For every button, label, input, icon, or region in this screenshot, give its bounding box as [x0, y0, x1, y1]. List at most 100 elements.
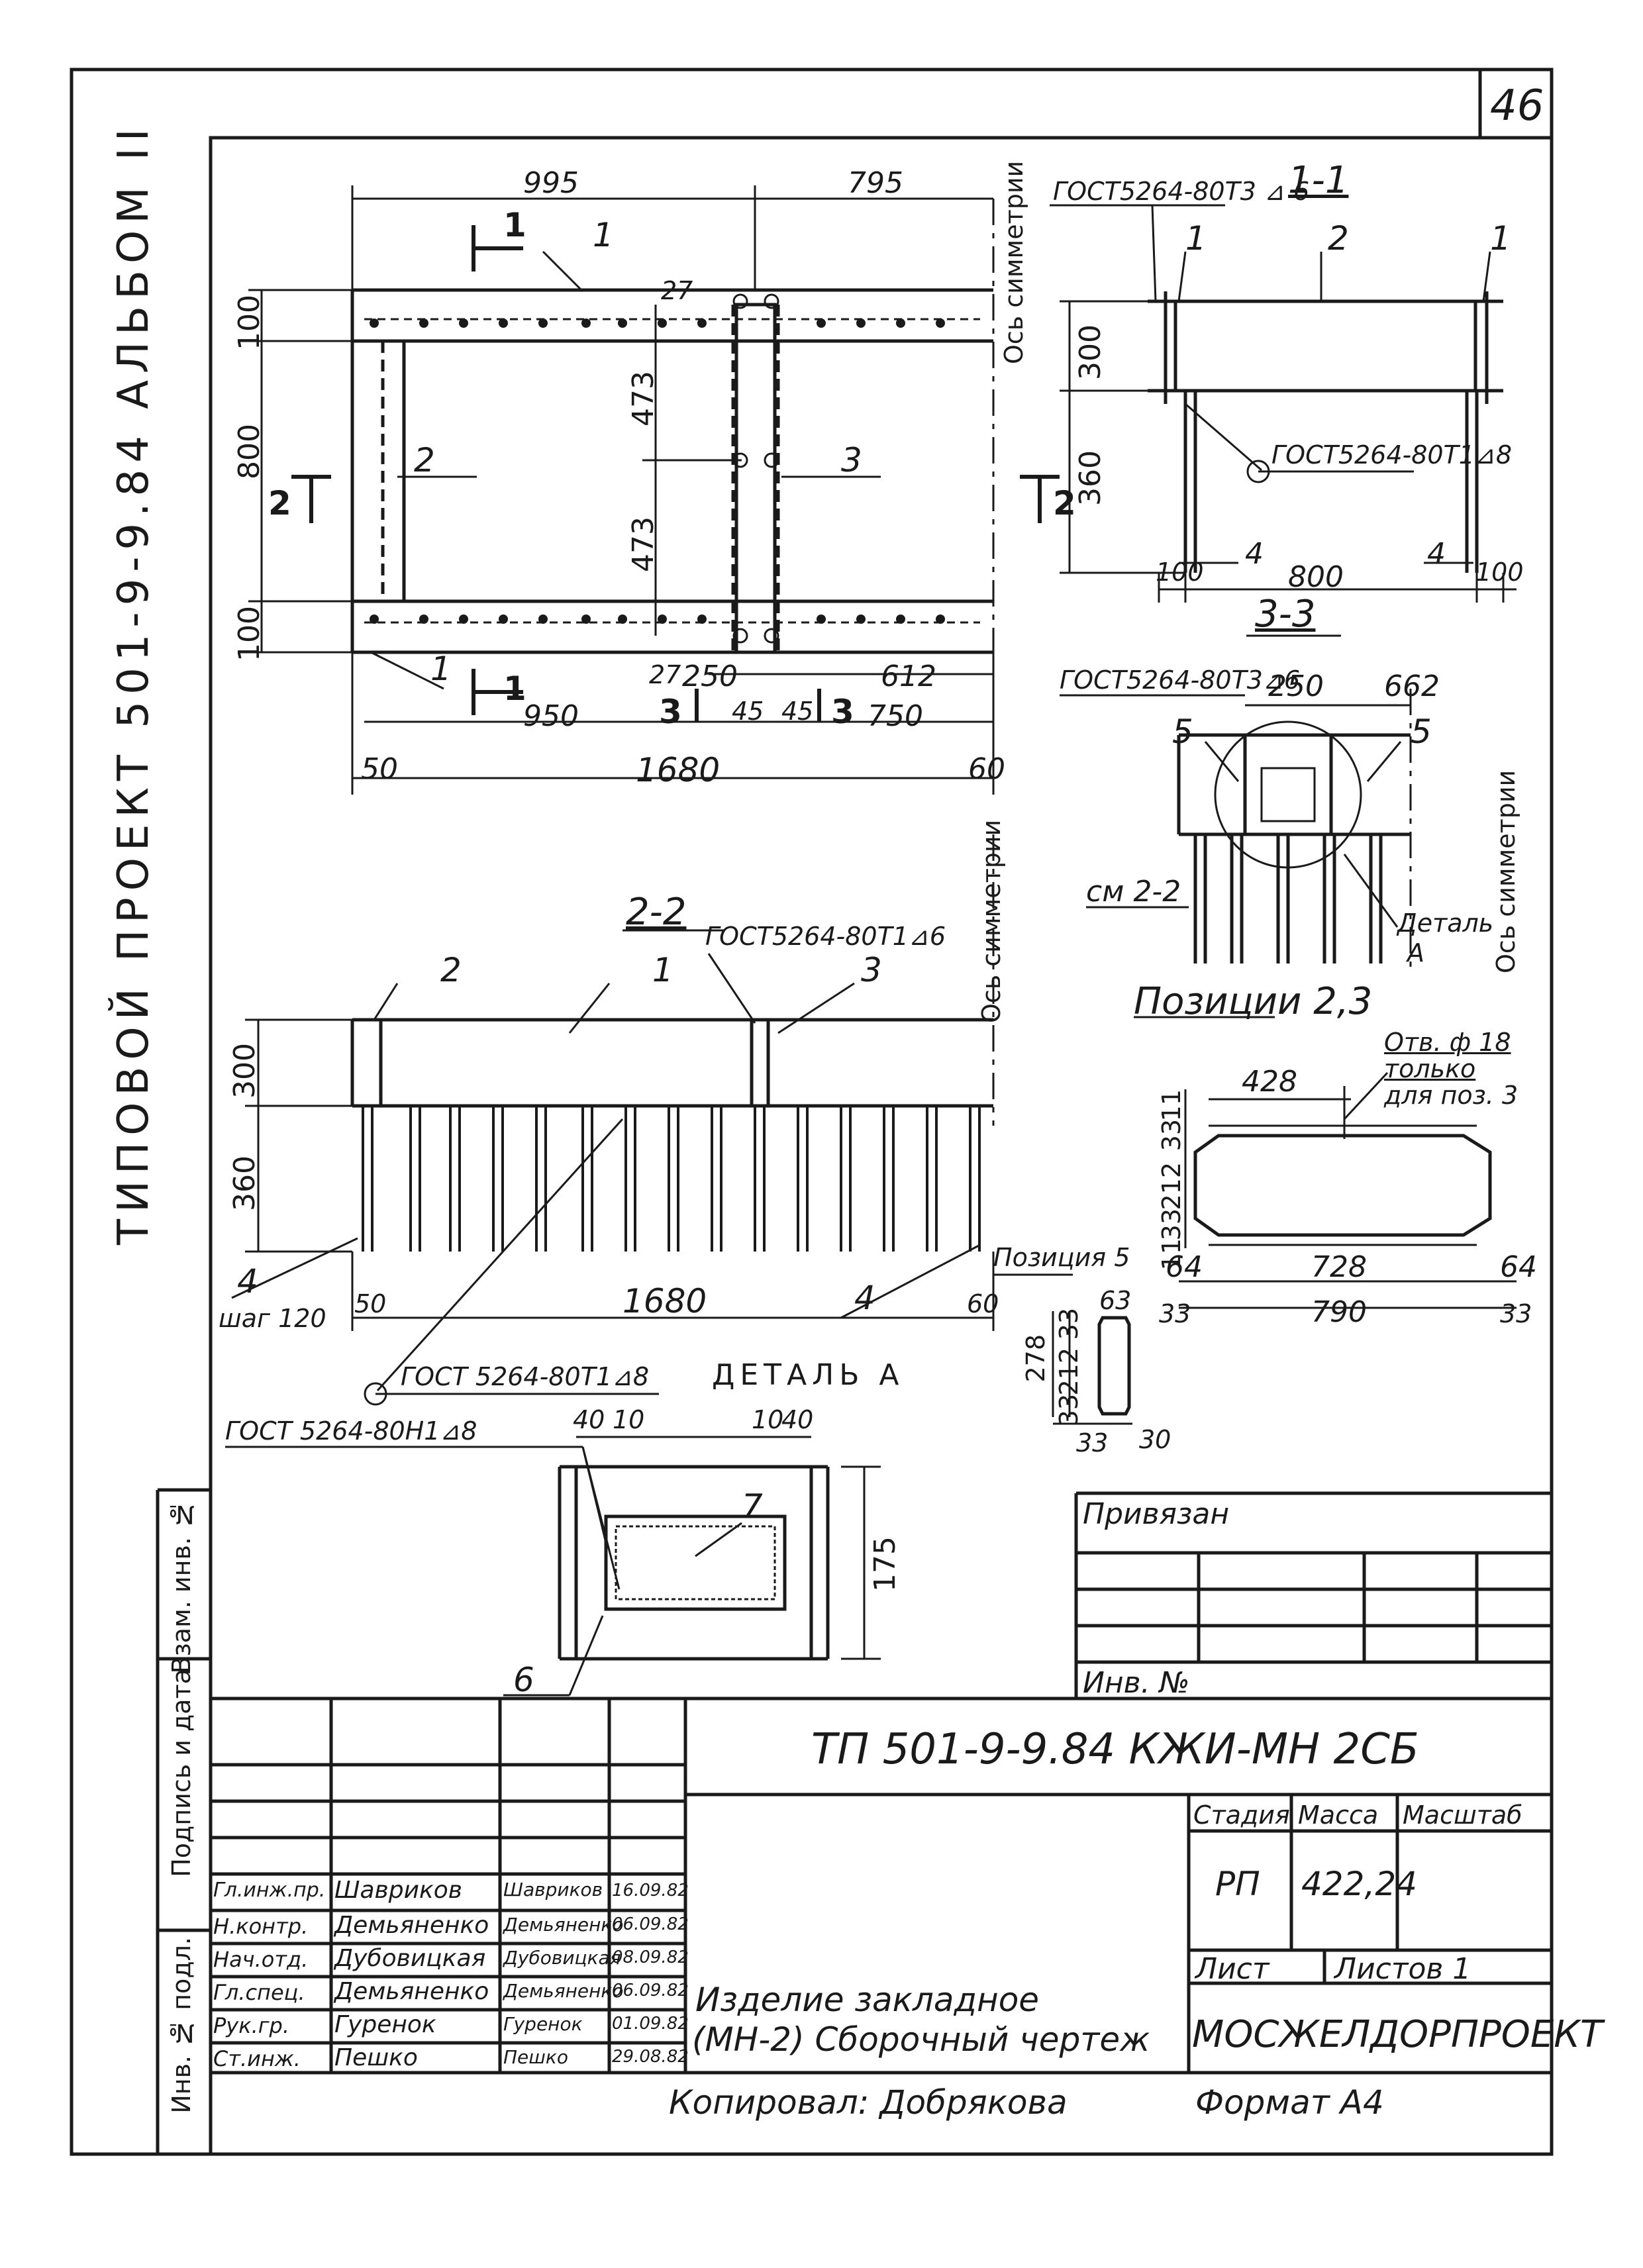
section-3-3-ref: см 2-2: [1086, 875, 1181, 909]
detail-a-weld: ГОСТ 5264-80Н1⊿8: [225, 1416, 477, 1446]
section-3-3-pos-5-right: 5: [1411, 713, 1432, 751]
section-3-3-axis-label: Ось симметрии: [1491, 769, 1520, 973]
dim-45-a: 45: [732, 697, 764, 726]
signer-date-1: 16.09.82: [612, 1881, 689, 1900]
positions-2-3-dim-428: 428: [1242, 1065, 1297, 1099]
signer-name-6: Пешко: [334, 2044, 418, 2071]
section-2-2-weld-bottom: ГОСТ 5264-80Т1⊿8: [401, 1362, 650, 1391]
sheets-label: Листов 1: [1334, 1952, 1471, 1986]
section-2-2-dim-360: 360: [228, 1156, 262, 1211]
side-title: ТИПОВОЙ ПРОЕКТ 501-9-9.84 АЛЬБОМ II: [109, 122, 158, 1245]
section-mark-2-right: 2: [1053, 484, 1076, 522]
positions-2-3-hole-note-3: для поз. 3: [1384, 1081, 1519, 1110]
page-number-box: [1478, 68, 1554, 140]
position-5-title: Позиция 5: [993, 1243, 1130, 1272]
section-mark-3-left: 3: [659, 693, 682, 731]
section-mark-2-left: 2: [268, 484, 291, 522]
section-2-2-pos-1: 1: [652, 951, 673, 989]
section-mark-3-right: 3: [831, 693, 854, 731]
signer-name-3: Дубовицкая: [334, 1945, 486, 1972]
signer-role-6: Ст.инж.: [213, 2046, 301, 2071]
section-3-3-detail-letter: А: [1407, 938, 1424, 967]
doc-code: ТП 501-9-9.84 КЖИ-МН 2СБ: [811, 1725, 1419, 1774]
position-5-dim-278: 278: [1021, 1334, 1050, 1383]
signer-name-2: Демьяненко: [334, 1912, 489, 1939]
section-2-2: [231, 834, 995, 1406]
positions-2-3-dim-33-left: 33: [1159, 1299, 1191, 1328]
positions-2-3-hole-note-1: Отв. ф 18: [1384, 1028, 1511, 1057]
signer-role-4: Гл.спец.: [213, 1980, 305, 2005]
org-name: МОСЖЕЛДОРПРОЕКТ: [1192, 2013, 1603, 2056]
section-2-2-pitch: шаг 120: [219, 1304, 326, 1333]
positions-2-3-dim-790: 790: [1311, 1295, 1367, 1329]
signer-role-2: Н.контр.: [213, 1914, 309, 1939]
dim-250: 250: [682, 660, 738, 693]
positions-2-3-dim-64-left: 64: [1166, 1250, 1203, 1284]
position-5-dim-63: 63: [1099, 1286, 1132, 1315]
detail-a-pos-6: 6: [513, 1661, 534, 1699]
section-mark-1-top: 1: [503, 206, 526, 244]
signer-date-6: 29.08.82: [612, 2047, 689, 2067]
dim-left-800: 800: [232, 424, 266, 479]
dim-50: 50: [361, 752, 398, 786]
detail-a-pos-7: 7: [742, 1487, 763, 1526]
plan-pos-3: 3: [841, 441, 862, 479]
detail-a: [225, 1436, 881, 1697]
section-2-2-dim-60: 60: [967, 1289, 999, 1318]
detail-a-dim-40-right: 40: [781, 1405, 814, 1434]
mass-value: 422,24: [1301, 1865, 1417, 1903]
section-1-1-weld-top: ГОСТ5264-80Т3 ⊿ 6: [1053, 177, 1310, 206]
section-1-1-dim-800: 800: [1288, 560, 1344, 594]
section-2-2-weld-top: ГОСТ5264-80Т1⊿6: [705, 922, 946, 951]
side-stamp: [156, 1488, 211, 2154]
position-5: [993, 1273, 1132, 1425]
section-3-3: [1060, 689, 1412, 973]
position-5-dim-212: 212: [1054, 1348, 1083, 1396]
dim-1680: 1680: [636, 751, 721, 789]
signer-sign-5: Гуренок: [503, 2013, 583, 2035]
section-2-2-title: 2-2: [626, 891, 687, 934]
positions-2-3-title: Позиции 2,3: [1134, 980, 1373, 1023]
section-2-2-dim-300: 300: [228, 1043, 262, 1099]
section-2-2-axis-label: Ось симметрии: [977, 819, 1006, 1023]
section-3-3-weld: ГОСТ5264-80Т3⊿6: [1060, 666, 1301, 695]
signer-date-3: 08.09.82: [612, 1948, 689, 1967]
positions-2-3-dim-64-right: 64: [1500, 1250, 1537, 1284]
section-mark-1-bot: 1: [503, 669, 526, 708]
dim-left-100-top: 100: [232, 295, 266, 350]
signer-role-1: Гл.инж.пр.: [213, 1879, 326, 1902]
section-2-2-dim-50: 50: [354, 1289, 387, 1318]
dim-473-top: 473: [626, 371, 660, 426]
section-1-1-dim-360: 360: [1073, 450, 1107, 506]
positions-2-3-dim-728: 728: [1311, 1250, 1367, 1284]
copied-by: Копировал: Добрякова: [669, 2083, 1068, 2122]
section-1-1-weld-bottom: ГОСТ5264-80Т1⊿8: [1271, 440, 1513, 469]
dim-995: 995: [523, 166, 579, 200]
section-2-2-pos-3: 3: [861, 951, 882, 989]
section-1-1-pos-4-right: 4: [1427, 537, 1446, 571]
dim-27-top: 27: [661, 276, 693, 305]
section-1-1-pos-1-left: 1: [1185, 219, 1207, 258]
dim-27-bot: 27: [649, 660, 681, 689]
dim-795: 795: [848, 166, 903, 200]
dim-left-100-bot: 100: [232, 606, 266, 662]
signer-name-5: Гуренок: [334, 2011, 436, 2038]
position-5-dim-33-top: 33: [1054, 1308, 1083, 1340]
positions-2-3: [1134, 1016, 1517, 1309]
dim-473-bot: 473: [626, 517, 660, 572]
position-5-dim-33-h: 33: [1076, 1428, 1109, 1457]
position-5-dim-33-bot: 33: [1054, 1394, 1083, 1426]
inner-frame: [209, 136, 1554, 2156]
signer-sign-1: Шавриков: [503, 1879, 603, 1900]
mass-label: Масса: [1298, 1800, 1379, 1830]
dim-950: 950: [523, 699, 579, 733]
section-3-3-title: 3-3: [1255, 593, 1316, 636]
sheet-label: Лист: [1195, 1952, 1270, 1986]
signer-sign-2: Демьяненко: [503, 1914, 624, 1936]
positions-2-3-dim-212: 212: [1157, 1162, 1186, 1210]
stage-label: Стадия: [1193, 1800, 1290, 1830]
section-3-3-dim-250: 250: [1268, 669, 1324, 703]
section-1-1-dim-100-right: 100: [1475, 558, 1524, 587]
signer-sign-3: Дубовицкая: [503, 1947, 621, 1969]
page-number: 46: [1490, 81, 1544, 130]
